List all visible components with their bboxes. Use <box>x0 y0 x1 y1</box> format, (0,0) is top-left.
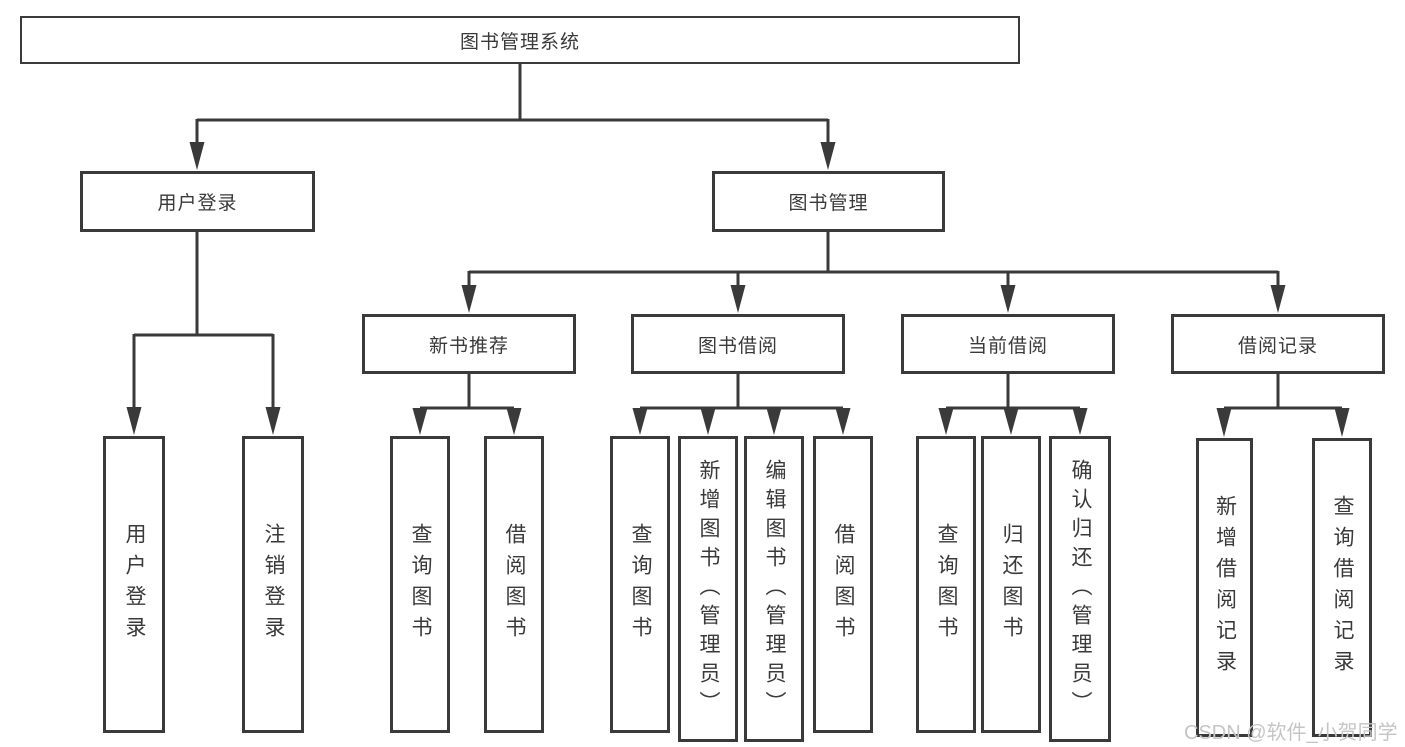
leaf-logout: 注销登录 <box>242 436 304 733</box>
leaf-query-books: 查询图书 <box>610 436 670 733</box>
node-book-borrowing: 图书借阅 <box>631 314 845 374</box>
leaf-borrow-books: 借阅图书 <box>484 436 544 733</box>
node-current-borrowing: 当前借阅 <box>901 314 1115 374</box>
arrowheads <box>126 142 1350 437</box>
node-label: 确认归还（管理员） <box>1069 458 1092 720</box>
node-label: 查询借阅记录 <box>1331 494 1354 681</box>
node-label: 注销登录 <box>262 522 285 647</box>
node-label: 新增借阅记录 <box>1213 494 1237 681</box>
leaf-edit-books-admin: 编辑图书（管理员） <box>744 436 804 742</box>
node-label: 借阅记录 <box>1237 335 1318 357</box>
node-borrowing-records: 借阅记录 <box>1171 314 1385 374</box>
node-new-book-recommend: 新书推荐 <box>362 314 576 374</box>
leaf-return-books: 归还图书 <box>981 436 1041 733</box>
leaf-query-books: 查询图书 <box>390 436 450 733</box>
node-book-management-system: 图书管理系统 <box>20 16 1020 64</box>
node-book-management-branch: 图书管理 <box>712 171 945 232</box>
leaf-user-login: 用户登录 <box>103 436 165 733</box>
node-label: 新增图书（管理员） <box>697 458 720 720</box>
node-label: 归还图书 <box>1000 522 1023 647</box>
node-label: 查询图书 <box>629 522 652 647</box>
node-label: 查询图书 <box>409 522 432 647</box>
node-label: 新书推荐 <box>428 335 509 357</box>
node-label: 图书管理系统 <box>459 31 580 53</box>
node-label: 当前借阅 <box>967 335 1048 357</box>
leaf-borrow-books: 借阅图书 <box>813 436 873 733</box>
node-label: 用户登录 <box>157 193 238 214</box>
node-label: 编辑图书（管理员） <box>763 458 786 720</box>
node-label: 图书借阅 <box>697 335 778 357</box>
node-label: 借阅图书 <box>503 522 526 647</box>
watermark-text: CSDN @软件_小贺同学 <box>1184 722 1398 744</box>
node-label: 用户登录 <box>123 522 146 647</box>
node-label: 图书管理 <box>788 193 869 214</box>
leaf-query-books: 查询图书 <box>916 436 976 733</box>
node-user-login-branch: 用户登录 <box>80 171 315 232</box>
node-label: 查询图书 <box>935 522 958 647</box>
node-label: 借阅图书 <box>832 522 855 647</box>
leaf-confirm-return-admin: 确认归还（管理员） <box>1049 436 1111 742</box>
leaf-query-borrow-record: 查询借阅记录 <box>1312 438 1372 737</box>
leaf-add-borrow-record: 新增借阅记录 <box>1196 438 1253 737</box>
leaf-add-books-admin: 新增图书（管理员） <box>678 436 738 742</box>
